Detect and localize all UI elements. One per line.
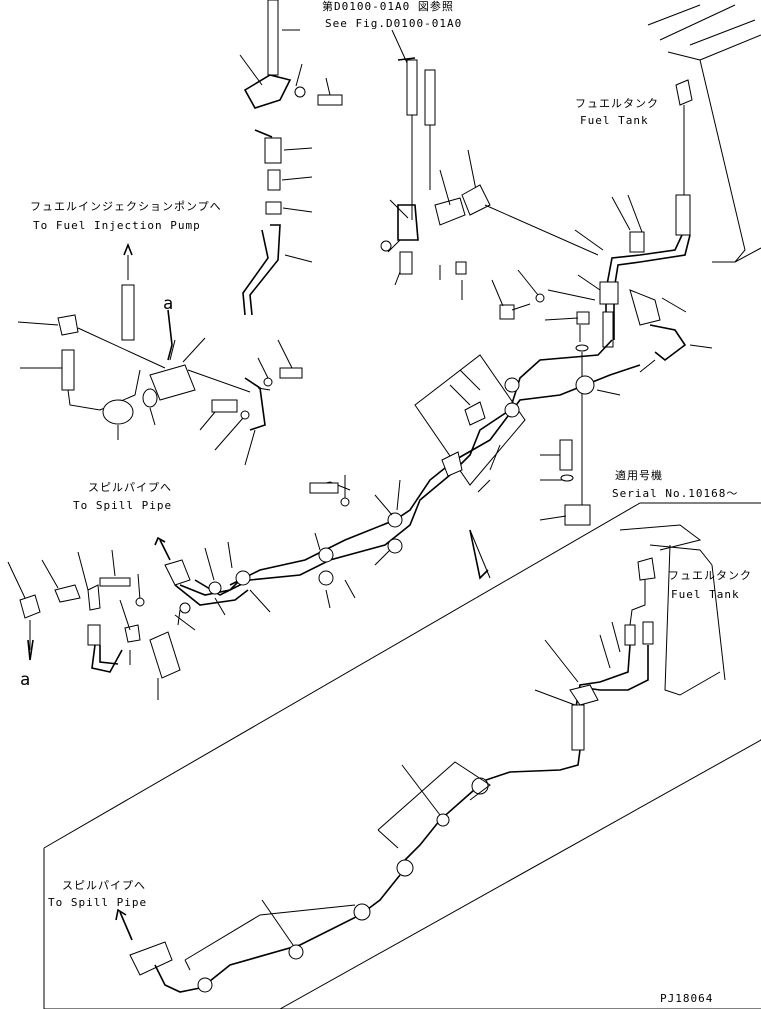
see-fig-label-jp: 第D0100-01A0 図参照 bbox=[322, 0, 454, 13]
see-fig-pipes bbox=[380, 29, 599, 300]
see-fig-label-en: See Fig.D0100-01A0 bbox=[325, 17, 463, 30]
serial-inset-frame bbox=[43, 502, 761, 1009]
fuel-tank-label-jp-lower: フュエルタンク bbox=[668, 569, 752, 582]
reference-mark-a-upper: a bbox=[163, 294, 174, 314]
fuel-tank-label-jp-upper: フュエルタンク bbox=[575, 97, 659, 110]
spill-pipe-label-en-upper: To Spill Pipe bbox=[73, 499, 173, 512]
spill-pipe-label-jp-lower: スピルパイプへ bbox=[62, 879, 146, 892]
serial-label-en: Serial No.10168～ bbox=[612, 487, 739, 500]
spill-pipe-label-jp-upper: スピルパイプへ bbox=[88, 481, 172, 494]
spill-pipe-assembly-upper bbox=[7, 536, 271, 700]
main-fuel-pipes bbox=[194, 339, 641, 609]
fuel-tank-outline-upper bbox=[647, 4, 761, 263]
top-pipe-assembly bbox=[239, 0, 343, 316]
lower-fuel-pipes bbox=[115, 557, 656, 993]
fuel-tank-label-en-lower: Fuel Tank bbox=[671, 588, 740, 601]
fuel-tank-outline-lower bbox=[619, 524, 726, 696]
drawing-number: PJ18064 bbox=[660, 992, 714, 1005]
injection-pump-connector bbox=[17, 242, 303, 466]
tank-return-pipe-upper bbox=[574, 79, 713, 373]
injection-pump-label-en: To Fuel Injection Pump bbox=[33, 219, 201, 232]
spill-pipe-label-en-lower: To Spill Pipe bbox=[48, 896, 148, 909]
reference-mark-a-lower: a bbox=[20, 670, 31, 690]
fuel-tank-label-en-upper: Fuel Tank bbox=[580, 114, 649, 127]
injection-pump-label-jp: フュエルインジェクションポンプへ bbox=[30, 200, 222, 213]
serial-label-jp: 適用号機 bbox=[615, 469, 663, 482]
bolt-stack-right bbox=[491, 269, 596, 526]
